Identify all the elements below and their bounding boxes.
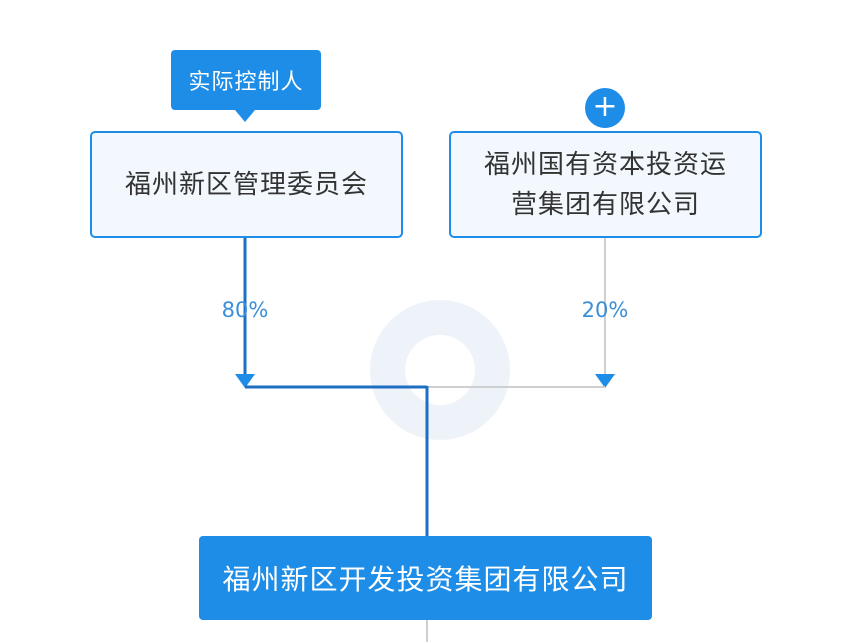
share-percent-2: 20% bbox=[581, 298, 629, 322]
shareholder-name: 福州新区管理委员会 bbox=[124, 169, 368, 200]
target-company-node[interactable]: 福州新区开发投资集团有限公司 bbox=[199, 536, 652, 620]
shareholder-name: 福州国有资本投资运营集团有限公司 bbox=[483, 149, 727, 220]
tag-pointer bbox=[235, 110, 255, 122]
actual-controller-tag: 实际控制人 bbox=[171, 50, 321, 110]
shareholder-node-1[interactable]: 福州新区管理委员会 bbox=[90, 131, 403, 238]
share-percent-1: 80% bbox=[221, 298, 269, 322]
plus-icon[interactable]: + bbox=[585, 88, 625, 128]
arrow-right bbox=[595, 374, 615, 388]
target-company-name: 福州新区开发投资集团有限公司 bbox=[222, 563, 629, 596]
arrow-left bbox=[235, 374, 255, 388]
plus-glyph: + bbox=[592, 89, 618, 124]
shareholder-node-2[interactable]: 福州国有资本投资运营集团有限公司 bbox=[449, 131, 762, 238]
